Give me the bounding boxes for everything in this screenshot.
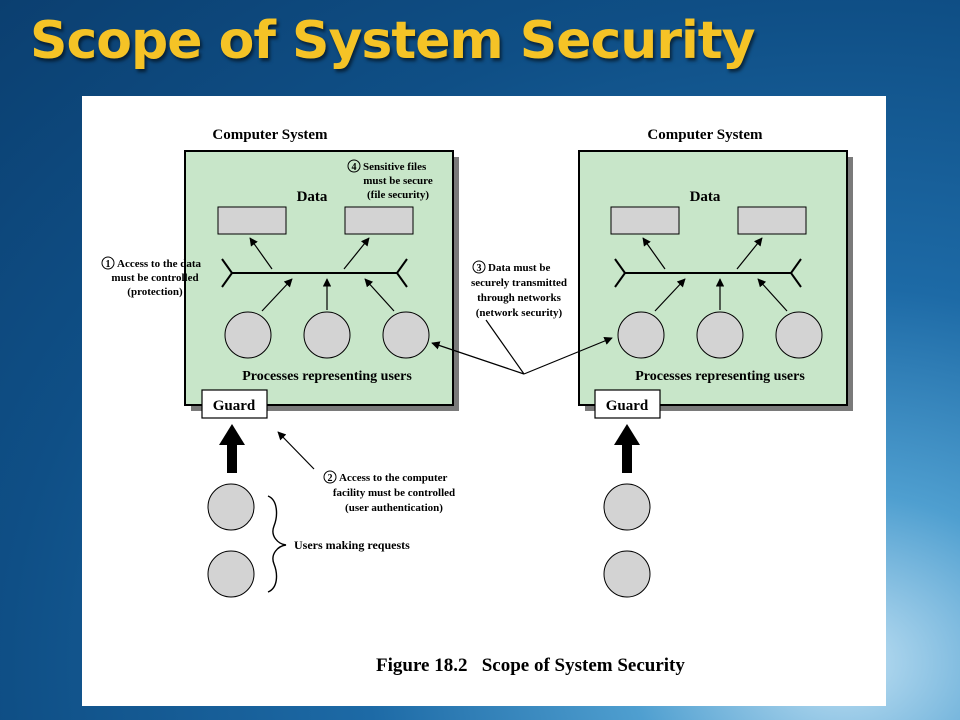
right-process-node-3 xyxy=(775,311,823,359)
network-transmission-arrows xyxy=(431,319,613,375)
right-computer-system: Computer System Data Processes represent… xyxy=(578,127,853,419)
right-processes-label: Processes representing users xyxy=(635,369,805,384)
annotation-2-line-1: Access to the computer xyxy=(339,472,448,484)
users-label: Users making requests xyxy=(294,538,410,552)
left-user-entry-arrow xyxy=(219,424,245,473)
system-security-diagram: Computer System Data Processes represent… xyxy=(101,127,853,676)
slide-title: Scope of System Security xyxy=(30,11,756,71)
right-data-label: Data xyxy=(690,189,721,205)
left-processes-label: Processes representing users xyxy=(242,369,412,384)
right-user-entry-arrow xyxy=(614,424,640,473)
right-user-node-2 xyxy=(603,550,651,598)
annotation-protection: 1 Access to the data must be controlled … xyxy=(101,256,202,298)
right-bus-to-data-arrows xyxy=(642,237,763,270)
left-process-node-1 xyxy=(224,311,272,359)
left-process-node-2 xyxy=(303,311,351,359)
left-process-to-bus-arrows xyxy=(261,278,395,312)
left-bus-to-data-arrows xyxy=(249,237,370,270)
annotation-2-line-2: facility must be controlled xyxy=(333,487,455,499)
left-user-node-2 xyxy=(207,550,255,598)
annotation-4-line-1: Sensitive files xyxy=(363,161,427,173)
annotation-3-line-4: (network security) xyxy=(476,307,563,319)
annotation-2-number: 2 xyxy=(328,473,333,484)
figure-caption: Figure 18.2 Scope of System Security xyxy=(376,655,685,676)
left-computer-system: Computer System Data Processes represent… xyxy=(184,127,459,419)
left-system-title: Computer System xyxy=(212,127,328,143)
annotation-4-number: 4 xyxy=(352,162,357,173)
annotation-3-line-1: Data must be xyxy=(488,262,550,274)
right-user-node-1 xyxy=(603,483,651,531)
right-data-file-2 xyxy=(737,206,807,235)
right-guard-label: Guard xyxy=(606,398,649,414)
left-data-file-2 xyxy=(344,206,414,235)
annotation-network-security: 3 Data must be securely transmitted thro… xyxy=(471,260,567,319)
annotation-3-line-3: through networks xyxy=(477,292,562,304)
annotation-3-line-2: securely transmitted xyxy=(471,277,567,289)
right-data-bus xyxy=(614,258,802,288)
right-process-node-2 xyxy=(696,311,744,359)
annotation-user-authentication: 2 Access to the computer facility must b… xyxy=(277,431,455,514)
right-data-file-1 xyxy=(610,206,680,235)
right-guard-box xyxy=(594,389,661,419)
users-brace xyxy=(267,495,287,593)
figure-panel: Computer System Data Processes represent… xyxy=(82,96,886,706)
annotation-1-line-2: must be controlled xyxy=(111,272,198,284)
left-data-bus xyxy=(221,258,408,288)
annotation-4-line-3: (file security) xyxy=(367,189,429,201)
right-system-box xyxy=(578,150,848,406)
left-user-node-1 xyxy=(207,483,255,531)
left-data-file-1 xyxy=(217,206,287,235)
annotation-1-line-1: Access to the data xyxy=(117,258,202,270)
annotation-file-security: 4 Sensitive files must be secure (file s… xyxy=(347,159,433,201)
annotation-3-number: 3 xyxy=(477,263,482,274)
left-guard-box xyxy=(201,389,268,419)
annotation-4-line-2: must be secure xyxy=(363,175,433,187)
left-guard-label: Guard xyxy=(213,398,256,414)
right-process-node-1 xyxy=(617,311,665,359)
annotation-1-line-3: (protection) xyxy=(127,286,183,298)
left-process-node-3 xyxy=(382,311,430,359)
right-system-title: Computer System xyxy=(647,127,763,143)
left-data-label: Data xyxy=(297,189,328,205)
left-system-box xyxy=(184,150,454,406)
annotation-1-number: 1 xyxy=(106,259,111,270)
annotation-2-line-3: (user authentication) xyxy=(345,502,443,514)
right-process-to-bus-arrows xyxy=(654,278,788,312)
